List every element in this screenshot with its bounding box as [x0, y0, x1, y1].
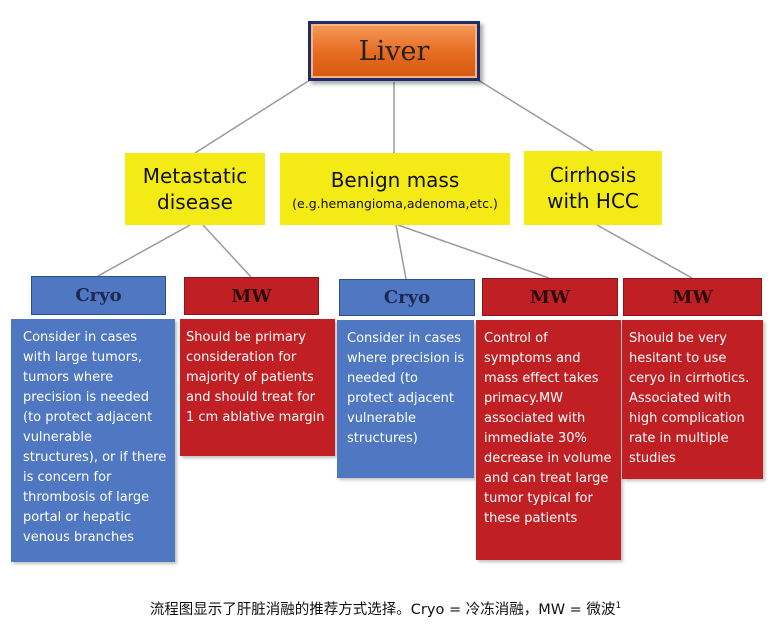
connector-metastatic-cryo: [97, 224, 191, 277]
method-cryo-metastatic: Cryo: [31, 276, 166, 315]
connector-metastatic-mw: [202, 224, 252, 278]
category-benign-mass: Benign mass (e.g.hemangioma,adenoma,etc.…: [280, 153, 510, 225]
description-mw-benign: Control of symptoms and mass effect take…: [476, 320, 621, 560]
figure-caption: 流程图显示了肝脏消融的推荐方式选择。Cryo = 冷冻消融，MW = 微波1: [0, 598, 771, 619]
root-liver: Liver: [308, 21, 480, 81]
connector-liver-metastatic: [194, 79, 311, 154]
description-mw-metastatic: Should be primary consideration for majo…: [180, 319, 335, 456]
category-sublabel: (e.g.hemangioma,adenoma,etc.): [292, 195, 498, 211]
root-label: Liver: [358, 35, 430, 67]
method-mw-cirrhosis: MW: [623, 278, 762, 316]
method-label: MW: [529, 286, 571, 308]
method-mw-benign: MW: [482, 278, 618, 316]
connector-benign-cryo: [395, 224, 407, 280]
description-mw-cirrhosis: Should be very hesitant to use ceryo in …: [622, 320, 763, 479]
method-mw-metastatic: MW: [184, 277, 319, 315]
method-label: Cryo: [75, 285, 122, 306]
method-label: Cryo: [383, 287, 431, 308]
category-metastatic-disease: Metastatic disease: [125, 153, 265, 225]
category-label: Cirrhosis with HCC: [547, 163, 639, 213]
connector-cirrhosis-mw: [596, 224, 693, 279]
description-cryo-metastatic: Consider in cases with large tumors, tum…: [11, 319, 175, 562]
method-label: MW: [672, 286, 713, 308]
connector-benign-mw: [397, 224, 550, 279]
category-cirrhosis-hcc: Cirrhosis with HCC: [524, 151, 662, 225]
category-label: Metastatic disease: [142, 164, 248, 214]
category-label: Benign mass: [330, 167, 460, 192]
method-cryo-benign: Cryo: [339, 279, 475, 316]
description-cryo-benign: Consider in cases where precision is nee…: [337, 320, 474, 478]
caption-reference: 1: [615, 601, 622, 612]
method-label: MW: [231, 285, 272, 307]
connector-liver-cirrhosis: [477, 79, 594, 152]
caption-text: 流程图显示了肝脏消融的推荐方式选择。Cryo = 冷冻消融，MW = 微波: [149, 602, 616, 618]
